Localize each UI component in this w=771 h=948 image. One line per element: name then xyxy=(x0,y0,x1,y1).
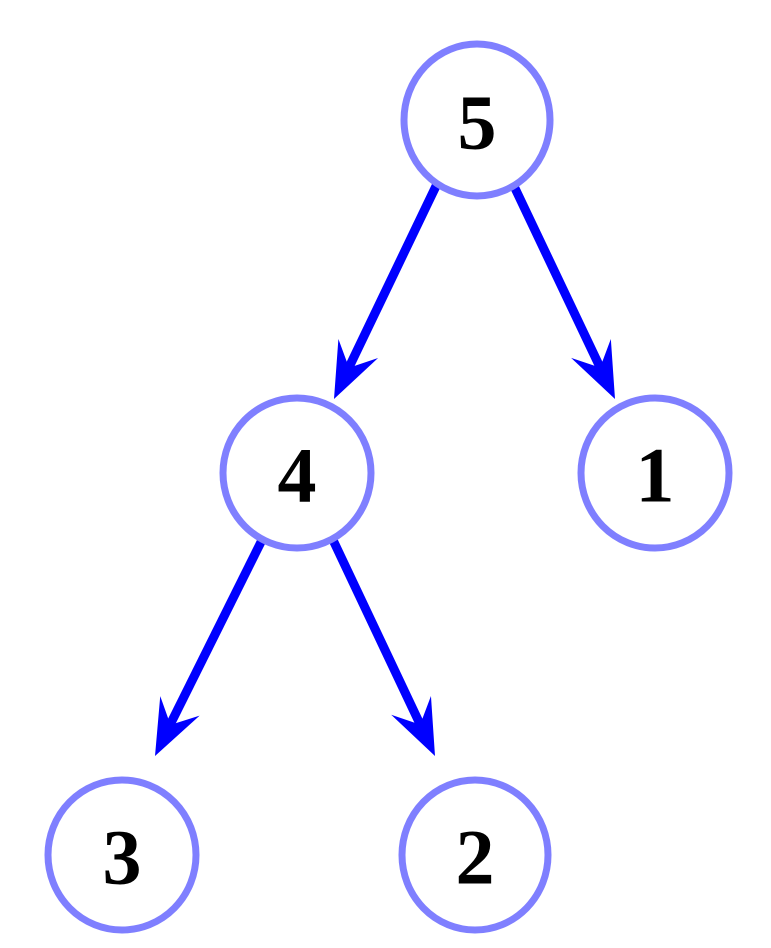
edges-layer xyxy=(155,182,615,756)
edge-line xyxy=(508,182,613,386)
graph-node-1[interactable]: 1 xyxy=(577,394,733,552)
node-circle[interactable] xyxy=(400,40,554,200)
graph-node-3[interactable]: 3 xyxy=(44,776,200,934)
node-label: 5 xyxy=(458,79,497,166)
edge-line xyxy=(336,182,442,386)
node-label: 3 xyxy=(103,814,142,901)
edge-5-to-1 xyxy=(508,182,615,399)
graph-node-5[interactable]: 5 xyxy=(400,40,554,200)
edge-4-to-3 xyxy=(155,537,267,756)
arrowhead-icon xyxy=(334,338,379,399)
graph-node-4[interactable]: 4 xyxy=(219,394,375,552)
edge-line xyxy=(328,538,433,743)
edge-5-to-4 xyxy=(334,182,442,399)
nodes-layer: 5 4 1 3 2 xyxy=(44,40,733,934)
edge-4-to-2 xyxy=(328,538,435,756)
node-label: 4 xyxy=(278,432,317,519)
arrowhead-icon xyxy=(391,695,435,756)
arrowhead-icon xyxy=(155,696,200,756)
arrowhead-icon xyxy=(571,338,615,399)
node-circle[interactable] xyxy=(577,394,733,552)
node-label: 1 xyxy=(636,432,675,519)
edge-line xyxy=(157,537,267,744)
graph-node-2[interactable]: 2 xyxy=(398,776,552,934)
node-label: 2 xyxy=(456,814,495,901)
node-circle[interactable] xyxy=(398,776,552,934)
node-circle[interactable] xyxy=(44,776,200,934)
node-circle[interactable] xyxy=(219,394,375,552)
